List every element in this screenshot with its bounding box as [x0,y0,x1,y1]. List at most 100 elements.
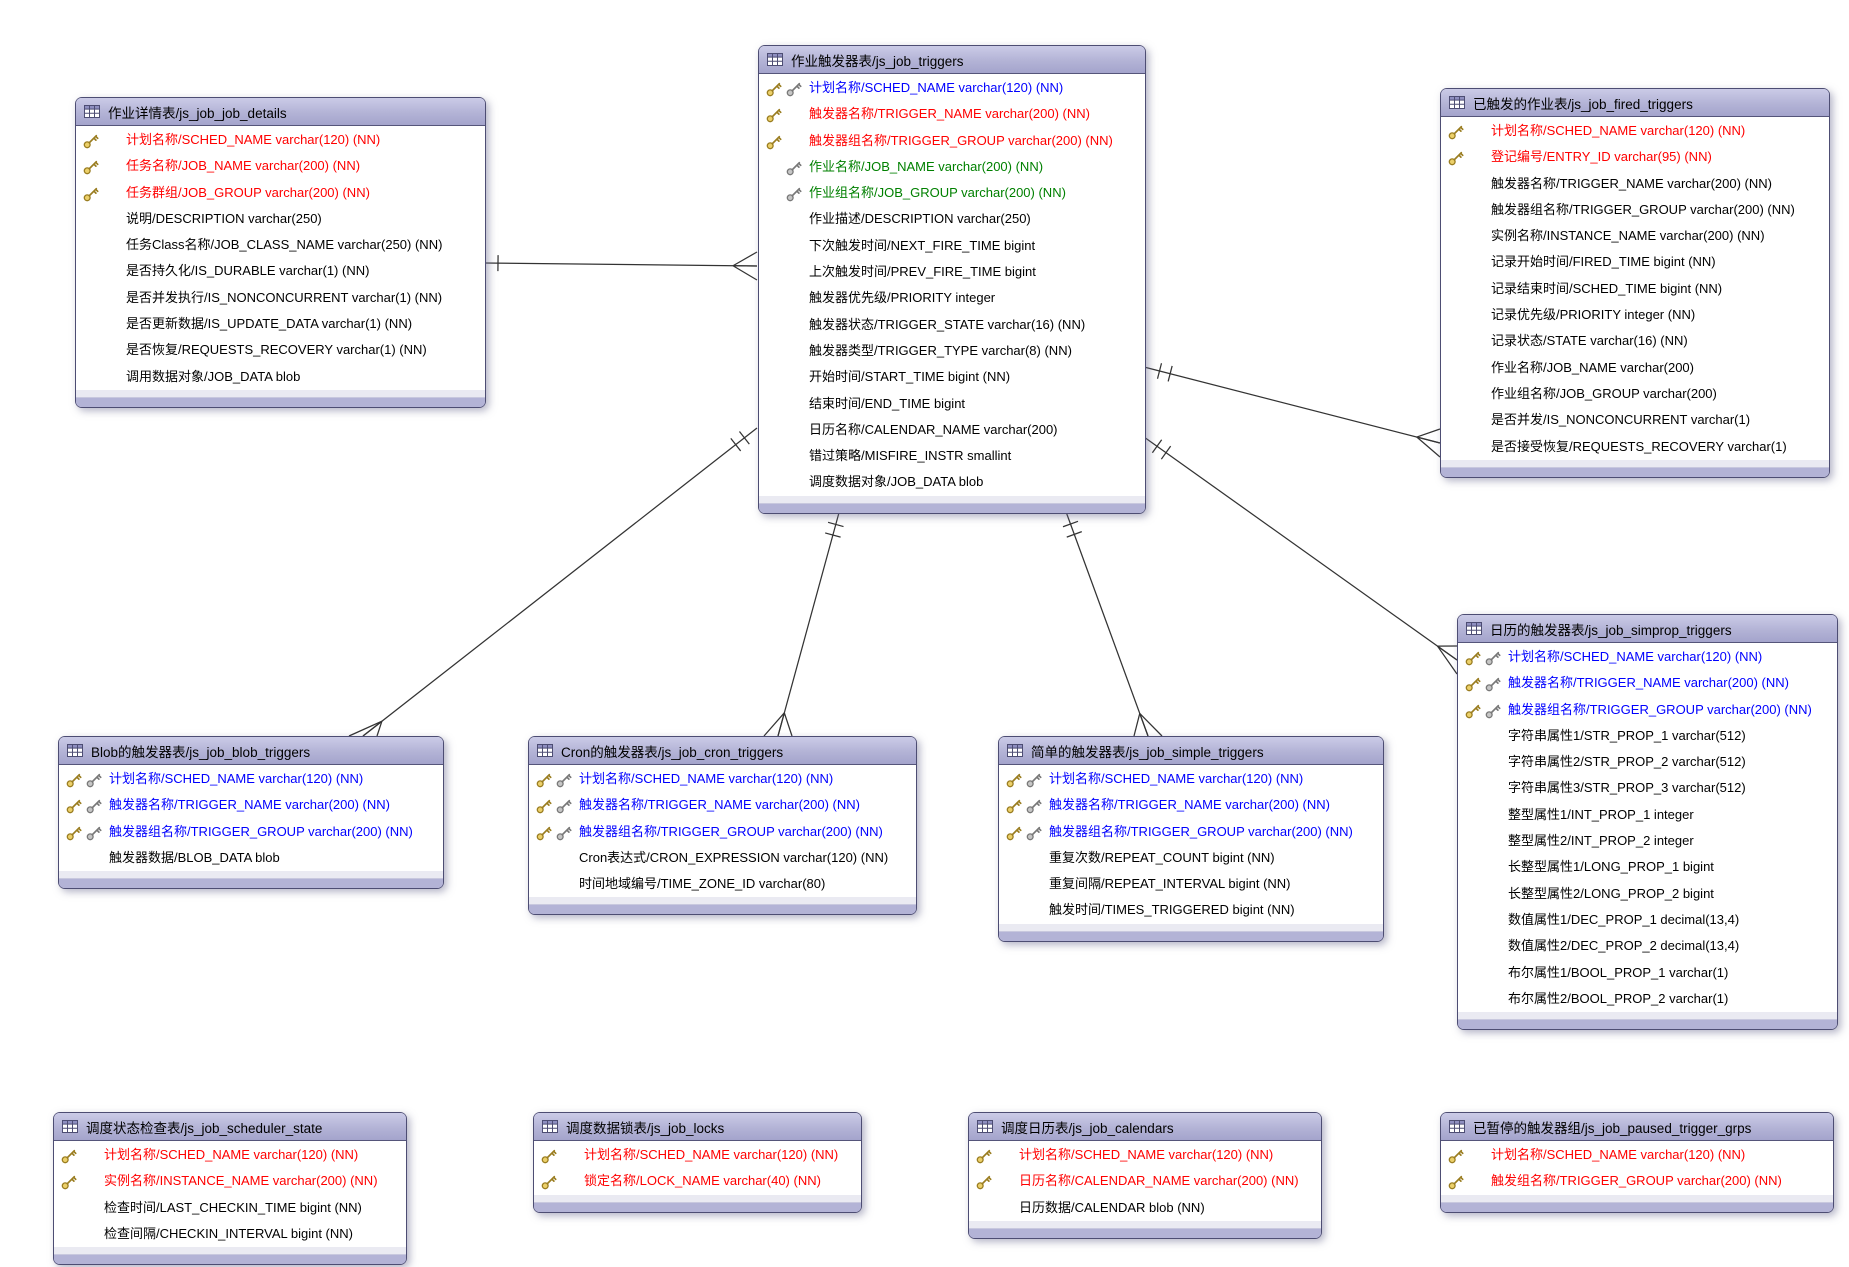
table-js_job_simprop_triggers[interactable]: 日历的触发器表/js_job_simprop_triggers 计划名称/SCH… [1457,614,1838,1031]
column-row[interactable]: 调用数据对象/JOB_DATA blob [76,364,485,390]
column-row[interactable]: 触发器名称/TRIGGER_NAME varchar(200) (NN) [999,792,1383,818]
column-row[interactable]: 计划名称/SCHED_NAME varchar(120) (NN) [969,1142,1321,1168]
column-row[interactable]: 检查时间/LAST_CHECKIN_TIME bigint (NN) [54,1195,406,1221]
column-row[interactable]: 实例名称/INSTANCE_NAME varchar(200) (NN) [54,1168,406,1194]
column-row[interactable]: 触发器数据/BLOB_DATA blob [59,845,443,871]
table-title-bar[interactable]: 日历的触发器表/js_job_simprop_triggers [1458,615,1837,643]
column-row[interactable]: 计划名称/SCHED_NAME varchar(120) (NN) [59,766,443,792]
column-row[interactable]: 触发器名称/TRIGGER_NAME varchar(200) (NN) [1441,171,1829,197]
column-row[interactable]: 任务名称/JOB_NAME varchar(200) (NN) [76,153,485,179]
table-js_job_locks[interactable]: 调度数据锁表/js_job_locks 计划名称/SCHED_NAME varc… [533,1112,862,1213]
column-row[interactable]: 数值属性2/DEC_PROP_2 decimal(13,4) [1458,933,1837,959]
column-row[interactable]: 记录状态/STATE varchar(16) (NN) [1441,328,1829,354]
column-row[interactable]: 结束时间/END_TIME bigint [759,391,1145,417]
table-title-bar[interactable]: 已触发的作业表/js_job_fired_triggers [1441,89,1829,117]
table-js_job_triggers[interactable]: 作业触发器表/js_job_triggers 计划名称/SCHED_NAME v… [758,45,1146,514]
column-row[interactable]: 时间地域编号/TIME_ZONE_ID varchar(80) [529,871,916,897]
column-row[interactable]: Cron表达式/CRON_EXPRESSION varchar(120) (NN… [529,845,916,871]
column-row[interactable]: 字符串属性3/STR_PROP_3 varchar(512) [1458,775,1837,801]
column-row[interactable]: 任务群组/JOB_GROUP varchar(200) (NN) [76,180,485,206]
column-row[interactable]: 锁定名称/LOCK_NAME varchar(40) (NN) [534,1168,861,1194]
column-row[interactable]: 触发器组名称/TRIGGER_GROUP varchar(200) (NN) [759,128,1145,154]
column-row[interactable]: 错过策略/MISFIRE_INSTR smallint [759,443,1145,469]
column-row[interactable]: 实例名称/INSTANCE_NAME varchar(200) (NN) [1441,223,1829,249]
relationship-triggers-to-simprop_triggers[interactable] [1143,436,1458,675]
column-row[interactable]: 作业组名称/JOB_GROUP varchar(200) (NN) [759,180,1145,206]
column-row[interactable]: 开始时间/START_TIME bigint (NN) [759,364,1145,390]
table-title-bar[interactable]: Blob的触发器表/js_job_blob_triggers [59,737,443,765]
column-row[interactable]: 触发器组名称/TRIGGER_GROUP varchar(200) (NN) [1458,697,1837,723]
column-row[interactable]: 字符串属性1/STR_PROP_1 varchar(512) [1458,723,1837,749]
table-title-bar[interactable]: 调度状态检查表/js_job_scheduler_state [54,1113,406,1141]
column-row[interactable]: 计划名称/SCHED_NAME varchar(120) (NN) [76,127,485,153]
column-row[interactable]: 日历名称/CALENDAR_NAME varchar(200) (NN) [969,1168,1321,1194]
column-row[interactable]: 触发器名称/TRIGGER_NAME varchar(200) (NN) [1458,670,1837,696]
table-title-bar[interactable]: 调度数据锁表/js_job_locks [534,1113,861,1141]
relationship-job_details-to-triggers[interactable] [483,251,758,281]
table-title-bar[interactable]: 已暂停的触发器组/js_job_paused_trigger_grps [1441,1113,1833,1141]
table-title-bar[interactable]: Cron的触发器表/js_job_cron_triggers [529,737,916,765]
column-row[interactable]: 字符串属性2/STR_PROP_2 varchar(512) [1458,749,1837,775]
column-row[interactable]: 是否并发/IS_NONCONCURRENT varchar(1) [1441,407,1829,433]
column-row[interactable]: 计划名称/SCHED_NAME varchar(120) (NN) [534,1142,861,1168]
column-row[interactable]: 下次触发时间/NEXT_FIRE_TIME bigint [759,233,1145,259]
table-js_job_scheduler_state[interactable]: 调度状态检查表/js_job_scheduler_state 计划名称/SCHE… [53,1112,407,1266]
column-row[interactable]: 布尔属性2/BOOL_PROP_2 varchar(1) [1458,986,1837,1012]
column-row[interactable]: 重复间隔/REPEAT_INTERVAL bigint (NN) [999,871,1383,897]
table-js_job_blob_triggers[interactable]: Blob的触发器表/js_job_blob_triggers 计划名称/SCHE… [58,736,444,890]
column-row[interactable]: 是否并发执行/IS_NONCONCURRENT varchar(1) (NN) [76,285,485,311]
column-row[interactable]: 触发器组名称/TRIGGER_GROUP varchar(200) (NN) [999,819,1383,845]
column-row[interactable]: 整型属性1/INT_PROP_1 integer [1458,802,1837,828]
column-row[interactable]: 计划名称/SCHED_NAME varchar(120) (NN) [54,1142,406,1168]
column-row[interactable]: 调度数据对象/JOB_DATA blob [759,469,1145,495]
table-title-bar[interactable]: 作业详情表/js_job_job_details [76,98,485,126]
column-row[interactable]: 数值属性1/DEC_PROP_1 decimal(13,4) [1458,907,1837,933]
column-row[interactable]: 任务Class名称/JOB_CLASS_NAME varchar(250) (N… [76,232,485,258]
column-row[interactable]: 触发器名称/TRIGGER_NAME varchar(200) (NN) [529,792,916,818]
table-title-bar[interactable]: 调度日历表/js_job_calendars [969,1113,1321,1141]
column-row[interactable]: 触发器优先级/PRIORITY integer [759,285,1145,311]
column-row[interactable]: 整型属性2/INT_PROP_2 integer [1458,828,1837,854]
column-row[interactable]: 长整型属性2/LONG_PROP_2 bigint [1458,881,1837,907]
column-row[interactable]: 登记编号/ENTRY_ID varchar(95) (NN) [1441,144,1829,170]
relationship-triggers-to-blob_triggers[interactable] [348,427,758,737]
column-row[interactable]: 计划名称/SCHED_NAME varchar(120) (NN) [759,75,1145,101]
column-row[interactable]: 作业名称/JOB_NAME varchar(200) (NN) [759,154,1145,180]
column-row[interactable]: 说明/DESCRIPTION varchar(250) [76,206,485,232]
table-js_job_simple_triggers[interactable]: 简单的触发器表/js_job_simple_triggers 计划名称/SCHE… [998,736,1384,942]
column-row[interactable]: 上次触发时间/PREV_FIRE_TIME bigint [759,259,1145,285]
column-row[interactable]: 计划名称/SCHED_NAME varchar(120) (NN) [1441,1142,1833,1168]
relationship-triggers-to-fired_triggers[interactable] [1143,363,1441,458]
column-row[interactable]: 日历名称/CALENDAR_NAME varchar(200) [759,417,1145,443]
table-js_job_cron_triggers[interactable]: Cron的触发器表/js_job_cron_triggers 计划名称/SCHE… [528,736,917,916]
column-row[interactable]: 触发器类型/TRIGGER_TYPE varchar(8) (NN) [759,338,1145,364]
column-row[interactable]: 触发器组名称/TRIGGER_GROUP varchar(200) (NN) [529,819,916,845]
column-row[interactable]: 记录优先级/PRIORITY integer (NN) [1441,302,1829,328]
column-row[interactable]: 是否更新数据/IS_UPDATE_DATA varchar(1) (NN) [76,311,485,337]
relationship-triggers-to-simple_triggers[interactable] [1062,508,1163,737]
column-row[interactable]: 作业组名称/JOB_GROUP varchar(200) [1441,381,1829,407]
column-row[interactable]: 是否持久化/IS_DURABLE varchar(1) (NN) [76,258,485,284]
table-js_job_calendars[interactable]: 调度日历表/js_job_calendars 计划名称/SCHED_NAME v… [968,1112,1322,1239]
column-row[interactable]: 触发器状态/TRIGGER_STATE varchar(16) (NN) [759,312,1145,338]
column-row[interactable]: 记录结束时间/SCHED_TIME bigint (NN) [1441,276,1829,302]
column-row[interactable]: 记录开始时间/FIRED_TIME bigint (NN) [1441,249,1829,275]
column-row[interactable]: 触发器组名称/TRIGGER_GROUP varchar(200) (NN) [1441,197,1829,223]
column-row[interactable]: 重复次数/REPEAT_COUNT bigint (NN) [999,845,1383,871]
column-row[interactable]: 计划名称/SCHED_NAME varchar(120) (NN) [1441,118,1829,144]
relationship-triggers-to-cron_triggers[interactable] [763,508,844,737]
column-row[interactable]: 日历数据/CALENDAR blob (NN) [969,1195,1321,1221]
table-title-bar[interactable]: 作业触发器表/js_job_triggers [759,46,1145,74]
column-row[interactable]: 计划名称/SCHED_NAME varchar(120) (NN) [1458,644,1837,670]
column-row[interactable]: 检查间隔/CHECKIN_INTERVAL bigint (NN) [54,1221,406,1247]
column-row[interactable]: 触发器名称/TRIGGER_NAME varchar(200) (NN) [759,101,1145,127]
column-row[interactable]: 计划名称/SCHED_NAME varchar(120) (NN) [529,766,916,792]
table-js_job_paused_trigger_grps[interactable]: 已暂停的触发器组/js_job_paused_trigger_grps 计划名称… [1440,1112,1834,1213]
column-row[interactable]: 作业名称/JOB_NAME varchar(200) [1441,355,1829,381]
column-row[interactable]: 触发时间/TIMES_TRIGGERED bigint (NN) [999,897,1383,923]
column-row[interactable]: 长整型属性1/LONG_PROP_1 bigint [1458,854,1837,880]
column-row[interactable]: 作业描述/DESCRIPTION varchar(250) [759,206,1145,232]
table-title-bar[interactable]: 简单的触发器表/js_job_simple_triggers [999,737,1383,765]
column-row[interactable]: 布尔属性1/BOOL_PROP_1 varchar(1) [1458,960,1837,986]
column-row[interactable]: 触发器名称/TRIGGER_NAME varchar(200) (NN) [59,792,443,818]
